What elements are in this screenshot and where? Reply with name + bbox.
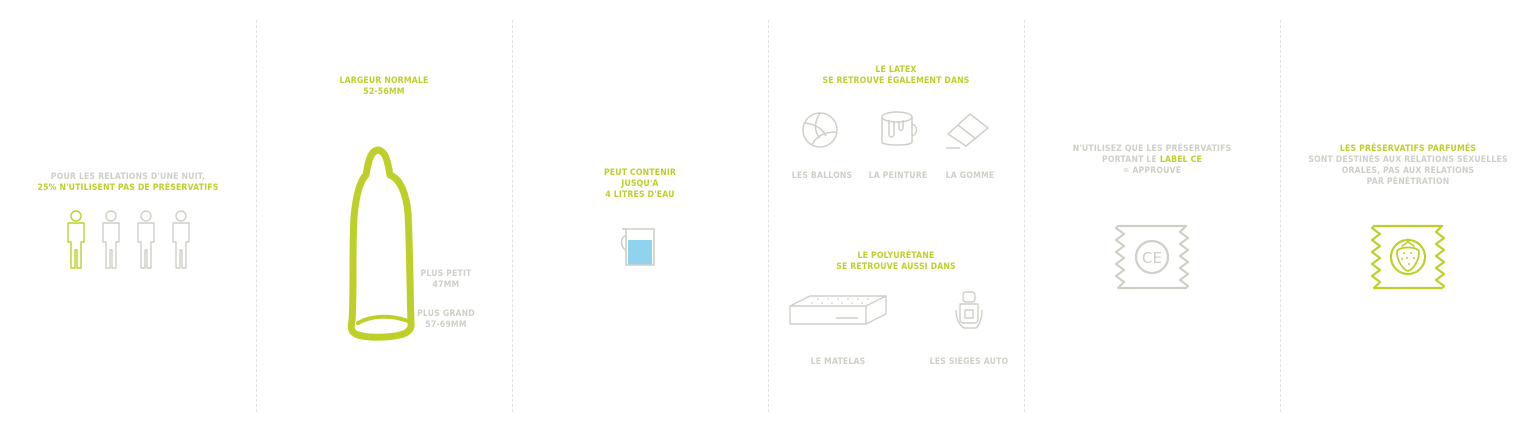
- flavored-line-1: LES PRÉSERVATIFS PARFUMÉS: [1339, 144, 1477, 154]
- ce-label-highlight: LABEL CE: [1159, 155, 1202, 165]
- smaller-label: PLUS PETIT: [420, 269, 472, 279]
- stat-intro: POUR LES RELATIONS D'UNE NUIT,: [50, 172, 206, 182]
- panel-capacity: PEUT CONTENIR JUSQU'A 4 LITRES D'EAU: [512, 0, 768, 432]
- larger-label: PLUS GRAND: [417, 309, 475, 319]
- ce-line-2: PORTANT LE LABEL CE: [1042, 155, 1262, 166]
- ce-line-1: N'UTILISEZ QUE LES PRÉSERVATIFS: [1072, 144, 1232, 154]
- polyurethane-title-2: SE RETROUVE AUSSI DANS: [836, 262, 956, 272]
- strawberry-icon: [1396, 238, 1420, 272]
- person-icon: [137, 210, 155, 269]
- capacity-line-1: PEUT CONTENIR: [603, 168, 677, 178]
- ce-line-3: = APPROUVÉ: [1122, 166, 1182, 176]
- latex-item-label-paint: LA PEINTURE: [868, 171, 928, 181]
- ce-line-2-prefix: PORTANT LE: [1102, 155, 1157, 165]
- smaller-value: 47MM: [432, 280, 460, 290]
- stat-highlight: 25% N'UTILISENT PAS DE PRÉSERVATIFS: [37, 183, 219, 193]
- person-icon: [172, 210, 190, 269]
- larger-value: 57-69MM: [425, 320, 467, 330]
- divider: [512, 20, 513, 412]
- panel-flavored: LES PRÉSERVATIFS PARFUMÉS SONT DESTINÉS …: [1280, 0, 1536, 432]
- person-icon: [67, 210, 85, 269]
- condom-icon: [347, 145, 420, 345]
- flavored-line-2: SONT DESTINÉS AUX RELATIONS SEXUELLES: [1308, 155, 1508, 165]
- capacity-line-3: 4 LITRES D'EAU: [605, 190, 675, 200]
- person-icon: [102, 210, 120, 269]
- measuring-jug-icon: [620, 226, 660, 268]
- polyurethane-item-label-car-seat: LES SIÈGES AUTO: [929, 357, 1009, 367]
- divider: [256, 20, 257, 412]
- divider: [1280, 20, 1281, 412]
- volleyball-icon: [800, 110, 840, 150]
- people-row: [65, 210, 195, 270]
- latex-title-2: SE RETROUVE ÉGALEMENT DANS: [822, 76, 970, 86]
- latex-title-1: LE LATEX: [875, 65, 917, 75]
- panel-sizes: LARGEUR NORMALE 52-56MM PLUS PETIT 47MM …: [256, 0, 512, 432]
- eraser-icon: [944, 110, 992, 150]
- polyurethane-item-label-mattress: LE MATELAS: [810, 357, 866, 367]
- panel-ce-label: N'UTILISEZ QUE LES PRÉSERVATIFS PORTANT …: [1024, 0, 1280, 432]
- capacity-line-2: JUSQU'A: [621, 179, 659, 189]
- panel-materials: LE LATEX SE RETROUVE ÉGALEMENT DANS: [768, 0, 1024, 432]
- flavored-line-3: ORALES, PAS AUX RELATIONS: [1341, 166, 1475, 176]
- polyurethane-title-1: LE POLYURÉTANE: [857, 251, 935, 261]
- normal-width-label: LARGEUR NORMALE: [339, 76, 429, 86]
- car-seat-icon: [954, 290, 984, 336]
- divider: [768, 20, 769, 412]
- ce-mark-text: CE: [1142, 249, 1162, 267]
- strawberry-wrapper-icon: [1364, 222, 1452, 292]
- panel-one-night: POUR LES RELATIONS D'UNE NUIT, 25% N'UTI…: [0, 0, 256, 432]
- divider: [1024, 20, 1025, 412]
- normal-width-value: 52-56MM: [363, 87, 405, 97]
- latex-item-label-balls: LES BALLONS: [791, 171, 853, 181]
- mattress-icon: [788, 294, 888, 334]
- paint-bucket-icon: [876, 108, 918, 150]
- ce-wrapper-icon: CE: [1108, 222, 1196, 292]
- flavored-line-4: PAR PÉNÉTRATION: [1366, 177, 1450, 187]
- latex-item-label-eraser: LA GOMME: [945, 171, 995, 181]
